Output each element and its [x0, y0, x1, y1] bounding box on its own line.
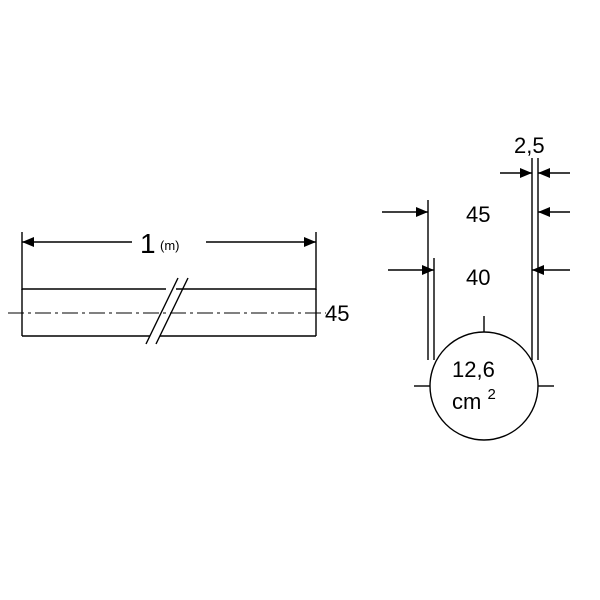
- pipe-length-value: 1: [140, 228, 156, 259]
- section-inner-diameter-label: 40: [466, 265, 490, 290]
- wall-thickness-label: 2,5: [514, 133, 545, 158]
- section-outer-diameter-label: 45: [466, 202, 490, 227]
- break-mark-2: [155, 277, 189, 345]
- area-unit-base: cm: [452, 389, 481, 414]
- pipe-length-unit: (m): [160, 238, 180, 253]
- section-area-value: 12,6: [452, 357, 495, 382]
- section-circle: [429, 331, 539, 441]
- pipe-side-view: [8, 232, 326, 345]
- area-unit-exponent: 2: [487, 386, 495, 403]
- pipe-cross-section: [382, 158, 570, 441]
- break-mark-1: [145, 277, 179, 345]
- section-area-unit: cm 2: [452, 386, 496, 414]
- pipe-outer-diameter-label: 45: [325, 301, 349, 326]
